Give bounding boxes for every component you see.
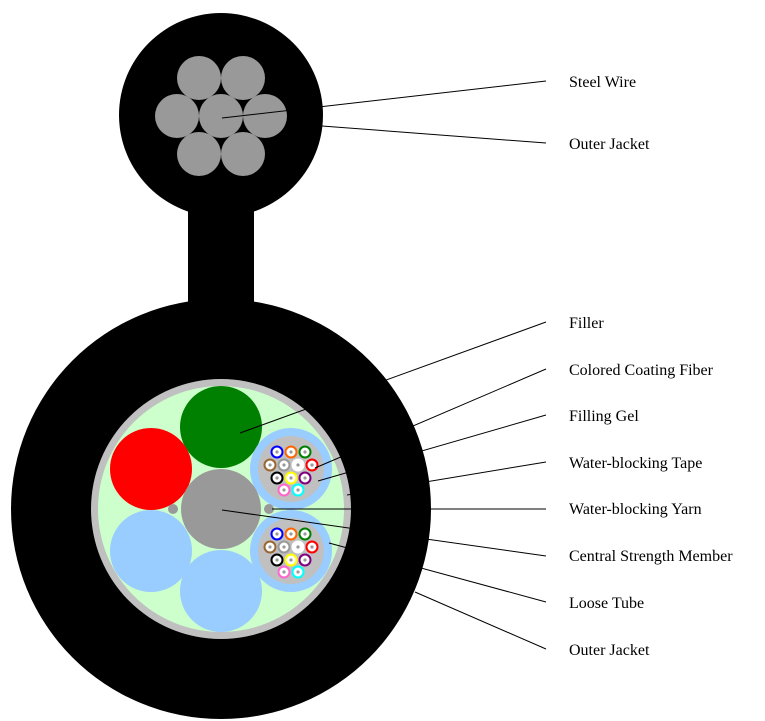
label-loose-tube: Loose Tube: [569, 595, 644, 612]
fiber-core: [296, 570, 300, 574]
fiber-core: [310, 545, 314, 549]
leader-filling-gel: [317, 414, 547, 482]
fiber-group: [263, 445, 319, 497]
fiber-core: [282, 545, 286, 549]
label-water-blocking-tape: Water-blocking Tape: [569, 455, 702, 472]
filler-rod-red: [110, 428, 192, 510]
leader-outer-jacket-top: [321, 125, 547, 144]
fiber-core: [282, 463, 286, 467]
label-outer-jacket-bottom: Outer Jacket: [569, 642, 650, 659]
fiber-core: [303, 558, 307, 562]
messenger-section: [119, 13, 323, 320]
label-central-strength-member: Central Strength Member: [569, 548, 733, 565]
central-strength-member: [181, 469, 261, 549]
filler-rod-green: [180, 386, 262, 468]
fiber-core: [275, 532, 279, 536]
loose-tube: [250, 428, 332, 510]
steel-strand: [243, 94, 287, 138]
label-filling-gel: Filling Gel: [569, 408, 639, 425]
labels: Steel Wire Outer Jacket Filler Colored C…: [569, 74, 733, 659]
leader-outer-jacket-bottom: [414, 591, 547, 650]
label-steel-wire: Steel Wire: [569, 74, 636, 91]
steel-strand: [221, 132, 265, 176]
filler-rod-blue: [180, 550, 262, 632]
steel-strand: [177, 132, 221, 176]
leader-lines: [221, 80, 547, 650]
label-outer-jacket-top: Outer Jacket: [569, 136, 650, 153]
steel-strand-center: [199, 94, 243, 138]
label-filler: Filler: [569, 315, 604, 332]
steel-strand: [155, 94, 199, 138]
steel-strand: [221, 56, 265, 100]
fiber-core: [282, 488, 286, 492]
fiber-core: [289, 532, 293, 536]
fiber-core: [289, 558, 293, 562]
leader-loose-tube: [328, 542, 547, 603]
fiber-core: [303, 450, 307, 454]
leader-steel-wire: [221, 80, 547, 119]
water-blocking-yarn: [264, 504, 274, 514]
fiber-core: [296, 463, 300, 467]
leader-colored-coating-fiber: [314, 368, 547, 469]
label-water-blocking-yarn: Water-blocking Yarn: [569, 501, 702, 518]
fiber-core: [303, 532, 307, 536]
fiber-core: [275, 450, 279, 454]
fiber-core: [282, 570, 286, 574]
fiber-core: [310, 463, 314, 467]
water-blocking-yarn: [168, 504, 178, 514]
fiber-core: [289, 476, 293, 480]
leader-filler: [239, 321, 547, 434]
fiber-core: [275, 558, 279, 562]
fiber-core: [268, 545, 272, 549]
fiber-core: [303, 476, 307, 480]
steel-strand: [177, 56, 221, 100]
fiber-core: [296, 545, 300, 549]
fiber-core: [268, 463, 272, 467]
leader-central-strength-member: [221, 509, 547, 557]
fiber-core: [275, 476, 279, 480]
filler-rod-blue: [110, 510, 192, 592]
loose-tube: [250, 510, 332, 592]
main-cable-section: [11, 299, 431, 719]
fiber-core: [296, 488, 300, 492]
leader-water-blocking-tape: [346, 461, 547, 496]
fiber-core: [289, 450, 293, 454]
label-colored-coating-fiber: Colored Coating Fiber: [569, 362, 714, 379]
fiber-group: [263, 527, 319, 579]
